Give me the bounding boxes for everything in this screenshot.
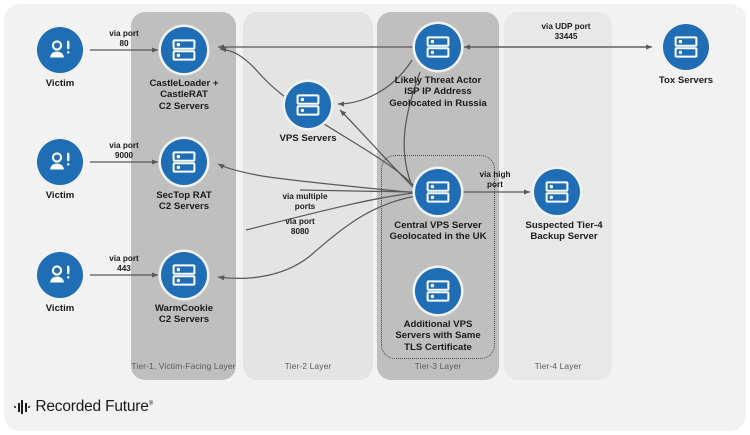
server-icon — [172, 151, 196, 173]
server-icon — [426, 280, 450, 302]
tier-label-tier-2: Tier-2 Layer — [284, 361, 332, 371]
brand-name-text: Recorded Future — [35, 398, 149, 415]
edge-label-high-port: via high port — [479, 170, 511, 189]
edge-label-port-443: via port 443 — [109, 254, 139, 273]
node-backup-server[interactable] — [534, 169, 580, 215]
node-label-tox-servers: Tox Servers — [658, 75, 714, 86]
victim-alert-icon — [50, 152, 70, 170]
node-tox-servers[interactable] — [663, 24, 709, 70]
node-label-vps-servers: VPS Servers — [279, 133, 337, 144]
node-vps-servers[interactable] — [285, 82, 331, 128]
node-label-additional-vps: Additional VPS Servers with Same TLS Cer… — [395, 319, 481, 353]
node-label-sectop: SecTop RAT C2 Servers — [156, 190, 212, 213]
node-label-castleloader: CastleLoader + CastleRAT C2 Servers — [149, 78, 219, 112]
node-label-victim-1: Victim — [45, 78, 75, 89]
node-label-threat-actor: Likely Threat Actor ISP IP Address Geolo… — [389, 75, 487, 109]
tier-label-tier-3: Tier-3 Layer — [414, 361, 462, 371]
node-victim-1[interactable] — [37, 27, 83, 73]
node-label-central-vps: Central VPS Server Geolocated in the UK — [389, 220, 487, 243]
server-icon — [172, 264, 196, 286]
edge-label-multiple-ports: via multiple ports — [282, 192, 328, 211]
node-sectop[interactable] — [161, 139, 207, 185]
edge-label-udp-33445: via UDP port 33445 — [541, 22, 591, 41]
diagram-card — [4, 4, 746, 431]
victim-alert-icon — [50, 40, 70, 58]
server-icon — [545, 181, 569, 203]
server-icon — [296, 94, 320, 116]
victim-alert-icon — [50, 265, 70, 283]
edge-label-port-8080: via port 8080 — [285, 217, 315, 236]
tier-label-tier-4: Tier-4 Layer — [534, 361, 582, 371]
brand-logo: Recorded Future® — [14, 398, 153, 416]
node-label-warmcookie: WarmCookie C2 Servers — [154, 303, 214, 326]
node-central-vps[interactable] — [415, 169, 461, 215]
node-threat-actor[interactable] — [415, 24, 461, 70]
brand-name: Recorded Future® — [35, 398, 153, 416]
node-warmcookie[interactable] — [161, 252, 207, 298]
node-label-victim-3: Victim — [45, 303, 75, 314]
node-victim-2[interactable] — [37, 139, 83, 185]
node-label-backup-server: Suspected Tier-4 Backup Server — [525, 220, 603, 243]
edge-label-port-80: via port 80 — [109, 29, 139, 48]
node-additional-vps[interactable] — [415, 268, 461, 314]
server-icon — [426, 36, 450, 58]
recorded-future-mark-icon — [14, 399, 31, 415]
server-icon — [426, 181, 450, 203]
node-castleloader[interactable] — [161, 27, 207, 73]
node-label-victim-2: Victim — [45, 190, 75, 201]
edge-label-port-9000: via port 9000 — [109, 141, 139, 160]
node-victim-3[interactable] — [37, 252, 83, 298]
brand-registered-mark: ® — [148, 400, 153, 407]
server-icon — [172, 39, 196, 61]
tier-label-tier-1: Tier-1, Victim-Facing Layer — [131, 361, 236, 371]
server-icon — [674, 36, 698, 58]
